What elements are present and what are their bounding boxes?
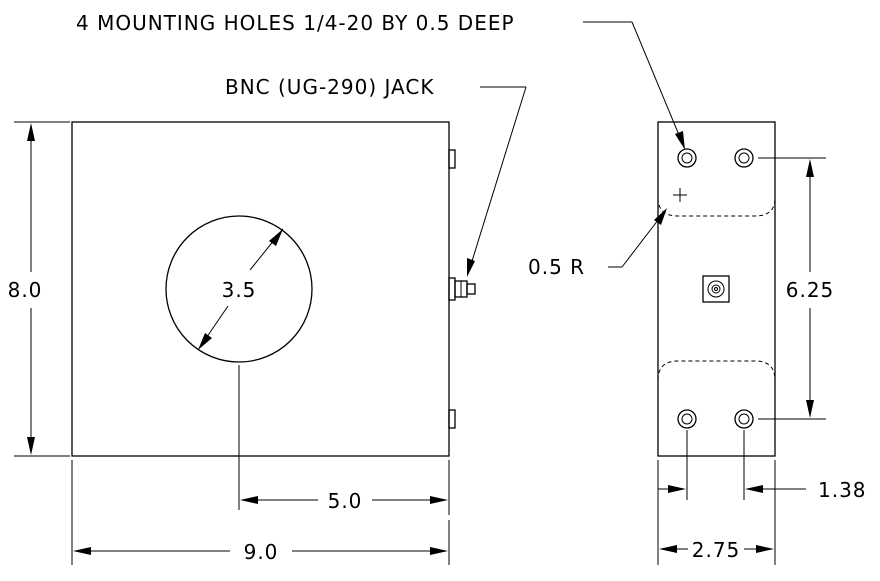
side-view: 6.25 1.38 2.75 0.5 R (76, 11, 867, 565)
dim-side-hole-inset-label: 1.38 (818, 478, 867, 502)
mounting-hole-tl (677, 148, 697, 168)
top-side-tab (448, 149, 456, 169)
callout-bnc-label: BNC (UG-290) JACK (225, 75, 434, 99)
dim-hole-offset: 5.0 (238, 365, 450, 515)
callout-bnc: BNC (UG-290) JACK (225, 75, 527, 277)
dim-front-height-label: 8.0 (8, 278, 43, 302)
dim-hole-diameter-label: 3.5 (222, 278, 257, 302)
bnc-end-view (702, 275, 730, 303)
center-aperture (165, 215, 313, 363)
dim-front-height: 8.0 (8, 121, 70, 457)
dim-hole-offset-label: 5.0 (328, 489, 363, 513)
callout-radius-label: 0.5 R (528, 255, 585, 279)
dim-front-width: 9.0 (71, 460, 450, 565)
dim-side-hole-inset: 1.38 (657, 430, 867, 565)
dim-side-width-label: 2.75 (692, 538, 741, 562)
callout-radius: 0.5 R (528, 208, 667, 279)
mounting-hole-br (734, 409, 754, 429)
front-view: 8.0 3.5 5.0 9.0 (8, 75, 527, 565)
front-body-outline (71, 121, 450, 457)
callout-mounting-holes-label: 4 MOUNTING HOLES 1/4-20 BY 0.5 DEEP (76, 11, 515, 35)
dim-side-width: 2.75 (659, 538, 774, 562)
mounting-hole-bl (677, 409, 697, 429)
radius-center-mark (673, 188, 687, 202)
dim-side-hole-spacing: 6.25 (758, 157, 835, 420)
mounting-hole-tr (734, 148, 754, 168)
dim-front-width-label: 9.0 (244, 540, 279, 564)
bottom-side-tab (448, 409, 456, 429)
dim-side-hole-spacing-label: 6.25 (786, 278, 835, 302)
side-body-outline (657, 121, 776, 457)
bottom-radius-profile (657, 360, 776, 381)
dim-hole-diameter: 3.5 (197, 228, 284, 351)
top-radius-profile (657, 197, 776, 217)
callout-mounting-holes: 4 MOUNTING HOLES 1/4-20 BY 0.5 DEEP (76, 11, 685, 150)
bnc-connector (448, 277, 476, 301)
